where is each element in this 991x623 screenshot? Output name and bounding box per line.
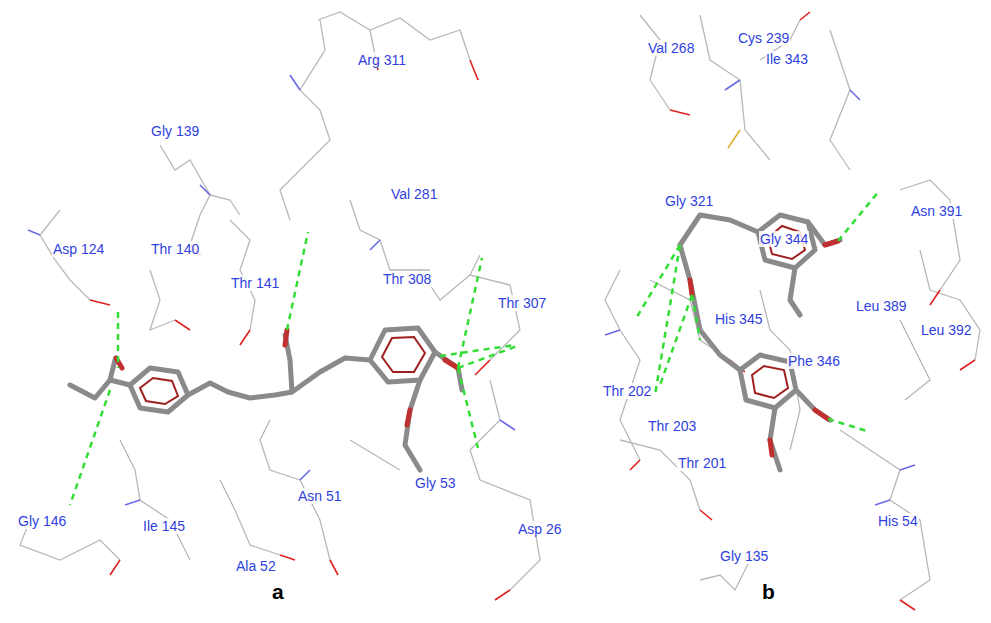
aromatic-rings xyxy=(140,226,805,404)
residue-label: Leu 389 xyxy=(855,298,908,314)
residue-label: Thr 308 xyxy=(382,271,432,287)
residue-label: Arg 311 xyxy=(357,52,407,68)
residue-label: Asp 26 xyxy=(517,521,563,537)
residue-label: Thr 141 xyxy=(230,275,280,291)
residue-label: Leu 392 xyxy=(920,322,973,338)
atom-tips xyxy=(28,12,975,610)
residue-label: Asn 51 xyxy=(297,488,343,504)
residue-label: Ile 343 xyxy=(765,51,809,67)
residue-label: Gly 139 xyxy=(150,123,200,139)
residue-label: Gly 344 xyxy=(759,231,809,247)
residue-label: Gly 53 xyxy=(414,475,456,491)
residue-label: Val 281 xyxy=(390,186,438,202)
panel-letter: a xyxy=(272,580,284,604)
residue-label: Thr 203 xyxy=(647,418,697,434)
residue-wires xyxy=(20,12,980,600)
residue-label: Thr 140 xyxy=(150,241,200,257)
residue-label: Gly 321 xyxy=(664,193,714,209)
residue-label: Ile 145 xyxy=(142,518,186,534)
panel-letter: b xyxy=(762,580,775,604)
residue-label: Asn 391 xyxy=(910,203,963,219)
residue-label: Thr 202 xyxy=(602,383,652,399)
residue-label: Gly 146 xyxy=(17,513,67,529)
residue-label: Thr 201 xyxy=(677,455,727,471)
residue-label: His 345 xyxy=(714,311,763,327)
oxygen-atoms xyxy=(116,241,838,455)
ligand-sticks xyxy=(70,215,840,470)
residue-label: Ala 52 xyxy=(235,558,277,574)
residue-label: Thr 307 xyxy=(497,295,547,311)
residue-label: Val 268 xyxy=(647,40,695,56)
residue-label: His 54 xyxy=(877,513,919,529)
residue-label: Asp 124 xyxy=(52,241,105,257)
residue-label: Phe 346 xyxy=(787,353,841,369)
residue-label: Cys 239 xyxy=(737,30,790,46)
hydrogen-bonds xyxy=(70,190,880,505)
residue-label: Gly 135 xyxy=(719,548,769,564)
